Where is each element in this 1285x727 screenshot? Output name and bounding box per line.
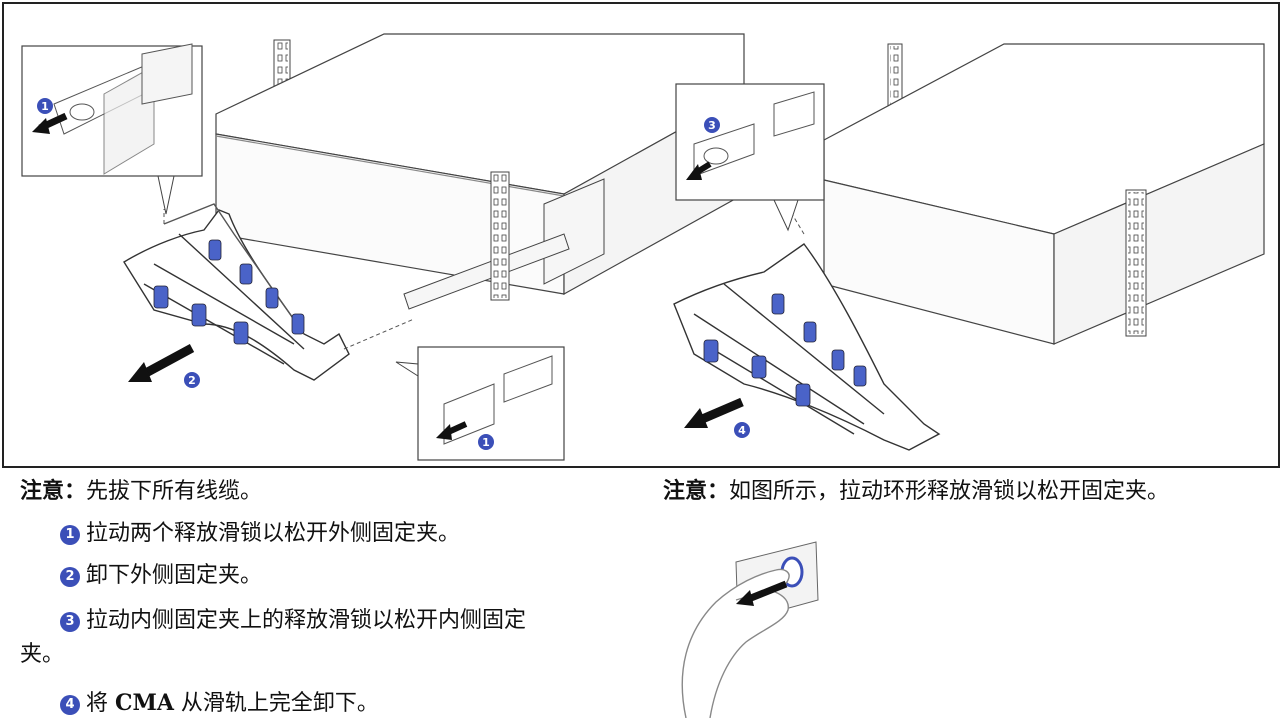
svg-text:1: 1 bbox=[41, 100, 49, 113]
step-3-number-icon: 3 bbox=[60, 612, 80, 632]
step-4-text-post: 从滑轨上完全卸下。 bbox=[173, 691, 379, 716]
server-chassis-right bbox=[823, 43, 1265, 345]
attention-label-left: 注意： bbox=[20, 478, 87, 504]
inset-inner-clip-release: 3 bbox=[675, 83, 825, 232]
step-4-text-pre: 将 bbox=[86, 691, 115, 716]
slide-rail-left bbox=[403, 178, 605, 310]
step-2-text: 卸下外侧固定夹。 bbox=[86, 563, 263, 588]
step-3-text-line2: 夹。 bbox=[20, 642, 65, 667]
front-rack-post-left bbox=[490, 171, 510, 301]
step-2: 2 卸下外侧固定夹。 bbox=[60, 561, 262, 591]
step-1-number-icon: 1 bbox=[60, 525, 80, 545]
attention-label-right: 注意： bbox=[663, 478, 730, 504]
left-scene: 1 1 2 bbox=[21, 33, 745, 461]
cma-removal-illustration: 1 1 2 bbox=[21, 33, 1265, 461]
step-3-text-line1: 拉动内侧固定夹上的释放滑锁以松开内侧固定 bbox=[86, 608, 527, 633]
inset-outer-clip-release: 1 bbox=[21, 43, 203, 215]
front-rack-post-right bbox=[1125, 189, 1147, 337]
rear-rack-post-right bbox=[887, 43, 903, 111]
step-4-number-icon: 4 bbox=[60, 695, 80, 715]
right-scene: 3 4 bbox=[673, 43, 1265, 451]
step-1: 1 拉动两个释放滑锁以松开外侧固定夹。 bbox=[60, 519, 460, 549]
step-3-continued: 夹。 bbox=[20, 640, 64, 670]
right-attention-note: 注意：如图所示，拉动环形释放滑锁以松开固定夹。 bbox=[663, 476, 1169, 507]
cma-blue-clips-right bbox=[703, 293, 867, 407]
inset-second-clip-release: 1 bbox=[395, 346, 565, 461]
attention-text-right: 如图所示，拉动环形释放滑锁以松开固定夹。 bbox=[729, 479, 1170, 504]
step-1-text: 拉动两个释放滑锁以松开外侧固定夹。 bbox=[86, 521, 461, 546]
svg-text:3: 3 bbox=[708, 119, 716, 132]
left-attention-note: 注意：先拔下所有线缆。 bbox=[20, 476, 262, 507]
illustration-frame: 1 1 2 bbox=[2, 2, 1280, 468]
step-2-number-icon: 2 bbox=[60, 567, 80, 587]
pull-arrow-2: 2 bbox=[128, 344, 200, 388]
step-4-text-cma: CMA bbox=[115, 690, 174, 716]
pull-arrow-4: 4 bbox=[684, 397, 750, 438]
svg-text:2: 2 bbox=[188, 374, 196, 387]
cma-blue-clips-left bbox=[153, 239, 305, 345]
server-chassis-left bbox=[215, 33, 745, 296]
step-3: 3 拉动内侧固定夹上的释放滑锁以松开内侧固定 bbox=[60, 606, 526, 636]
svg-text:4: 4 bbox=[738, 424, 746, 437]
hand-pulling-release-tab-illustration bbox=[681, 541, 819, 718]
svg-text:1: 1 bbox=[482, 436, 490, 449]
attention-text-left: 先拔下所有线缆。 bbox=[86, 479, 263, 504]
